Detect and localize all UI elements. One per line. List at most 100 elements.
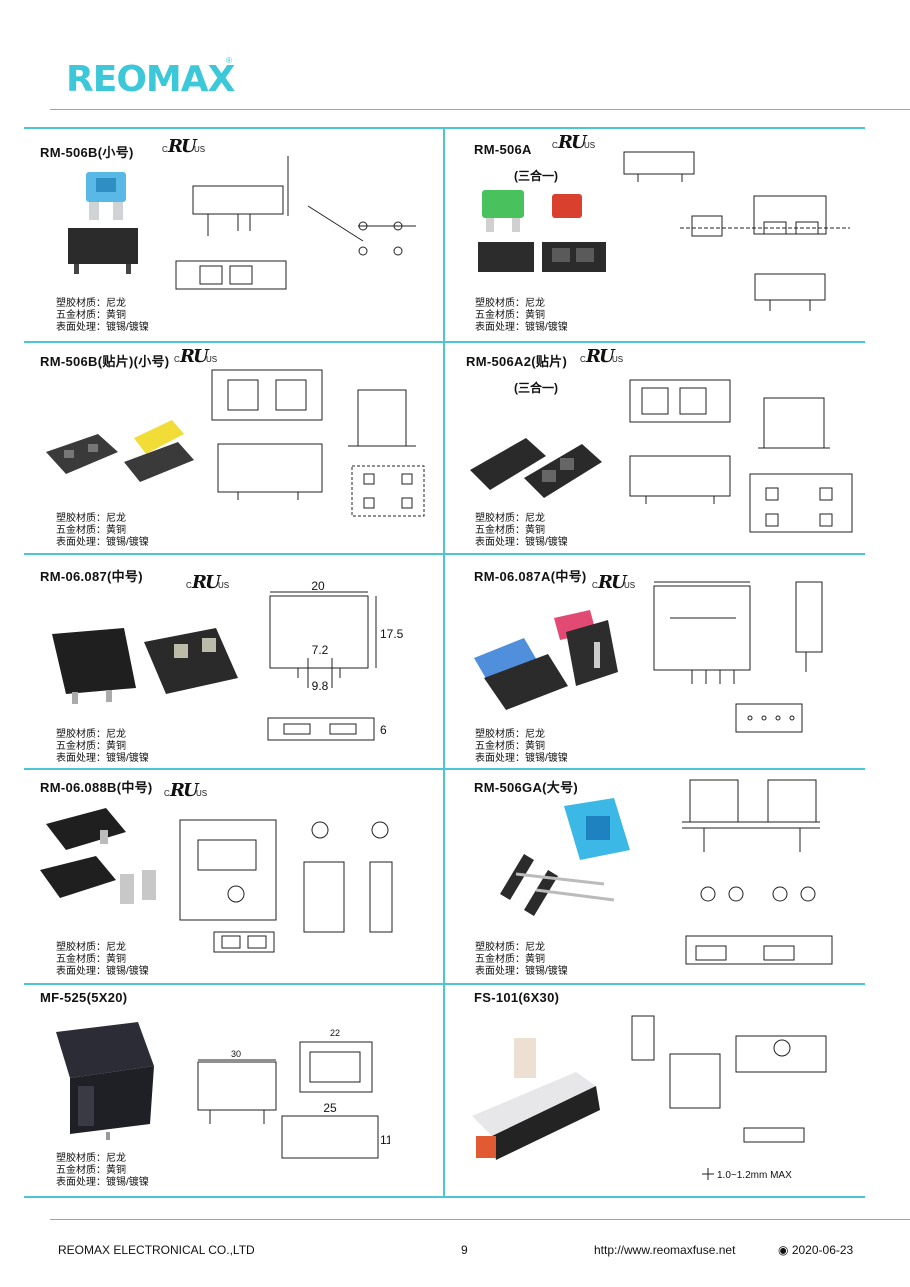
spec-metal: 五金材质：黄铜 — [475, 954, 545, 965]
product-photo — [474, 610, 618, 710]
dim-bottom-height: 11 — [380, 1133, 390, 1147]
spec-plastic: 塑胶材质：尼龙 — [475, 298, 545, 309]
product-title: RM-506GA(大号) — [474, 780, 578, 795]
product-title: RM-506A — [474, 142, 532, 157]
spec-list: 塑胶材质：尼龙 五金材质：黄铜 表面处理：镀锡/镀镍 — [56, 729, 149, 765]
spec-list: 塑胶材质：尼龙 五金材质：黄铜 表面处理：镀锡/镀镍 — [475, 298, 568, 334]
ul-cert-icon: C RU US — [592, 572, 640, 594]
footer-website-link[interactable]: http://www.reomaxfuse.net — [594, 1243, 736, 1257]
cert-us: US — [194, 145, 206, 154]
spec-surface: 表面处理：镀锡/镀镍 — [56, 1177, 149, 1188]
product-photo — [500, 798, 630, 916]
cert-mark: RU — [558, 132, 587, 153]
spec-metal: 五金材质：黄铜 — [56, 525, 126, 536]
product-title: RM-506B(贴片)(小号) — [40, 354, 170, 369]
product-title: RM-06.087A(中号) — [474, 569, 587, 584]
product-title: RM-06.087(中号) — [40, 569, 143, 584]
ul-cert-icon: C RU US — [164, 780, 212, 802]
cert-us: US — [218, 581, 230, 590]
spec-surface: 表面处理：镀锡/镀镍 — [475, 753, 568, 764]
spec-metal: 五金材质：黄铜 — [56, 741, 126, 752]
spec-surface: 表面处理：镀锡/镀镍 — [56, 322, 149, 333]
product-title: MF-525(5X20) — [40, 990, 128, 1005]
technical-drawing — [629, 379, 853, 533]
footer-date: ◉ 2020-06-23 — [778, 1243, 853, 1257]
brand-logo: REOMAX — [66, 60, 266, 100]
date-bullet-icon: ◉ — [778, 1243, 789, 1257]
spec-plastic: 塑胶材质：尼龙 — [56, 513, 126, 524]
cert-c: C — [592, 581, 598, 590]
cert-mark: RU — [586, 346, 615, 367]
header-divider — [50, 109, 910, 110]
technical-drawing: 1.0~1.2mm MAX — [631, 1015, 827, 1181]
cert-us: US — [196, 789, 208, 798]
technical-drawing — [682, 779, 833, 965]
dim-panel-thickness: 1.0~1.2mm MAX — [717, 1170, 792, 1181]
spec-surface: 表面处理：镀锡/镀镍 — [475, 966, 568, 977]
spec-surface: 表面处理：镀锡/镀镍 — [475, 537, 568, 548]
product-title: RM-506A2(贴片) — [466, 354, 568, 369]
technical-drawing: 20 17.5 7.2 9.8 6 — [267, 579, 404, 741]
footer-divider — [50, 1219, 910, 1220]
cert-us: US — [206, 355, 218, 364]
product-title: RM-06.088B(中号) — [40, 780, 153, 795]
ul-cert-icon: C RU US — [580, 346, 628, 368]
spec-list: 塑胶材质：尼龙 五金材质：黄铜 表面处理：镀锡/镀镍 — [475, 942, 568, 978]
technical-drawing — [179, 819, 393, 953]
product-subtitle: (三合一) — [514, 169, 558, 183]
dim-pin-gap: 7.2 — [312, 643, 329, 657]
cert-us: US — [612, 355, 624, 364]
dim-width: 20 — [311, 579, 325, 593]
spec-plastic: 塑胶材质：尼龙 — [56, 1153, 126, 1164]
product-photo — [40, 808, 156, 904]
technical-drawing — [653, 581, 823, 733]
spec-list: 塑胶材质：尼龙 五金材质：黄铜 表面处理：镀锡/镀镍 — [56, 1153, 149, 1189]
cert-c: C — [186, 581, 192, 590]
spec-plastic: 塑胶材质：尼龙 — [475, 729, 545, 740]
spec-plastic: 塑胶材质：尼龙 — [475, 942, 545, 953]
spec-list: 塑胶材质：尼龙 五金材质：黄铜 表面处理：镀锡/镀镍 — [475, 513, 568, 549]
cert-mark: RU — [170, 780, 199, 801]
ul-cert-icon: C RU US — [162, 136, 210, 158]
spec-metal: 五金材质：黄铜 — [56, 310, 126, 321]
spec-plastic: 塑胶材质：尼龙 — [56, 942, 126, 953]
product-photo — [478, 190, 606, 272]
cert-c: C — [552, 141, 558, 150]
technical-drawing: 30 22 25 11 — [197, 1028, 390, 1159]
spec-metal: 五金材质：黄铜 — [56, 954, 126, 965]
spec-list: 塑胶材质：尼龙 五金材质：黄铜 表面处理：镀锡/镀镍 — [56, 513, 149, 549]
cert-mark: RU — [192, 572, 221, 593]
registered-mark: ® — [226, 56, 232, 65]
dim-bottom-width: 25 — [323, 1101, 337, 1115]
technical-drawing — [175, 156, 416, 290]
dim-side-outer: 22 — [330, 1028, 340, 1038]
cert-mark: RU — [168, 136, 197, 157]
dim-pin-span: 9.8 — [312, 679, 329, 693]
dim-height: 17.5 — [380, 627, 404, 641]
spec-metal: 五金材质：黄铜 — [475, 310, 545, 321]
footer-page-number: 9 — [461, 1243, 468, 1257]
cert-mark: RU — [180, 346, 209, 367]
spec-surface: 表面处理：镀锡/镀镍 — [475, 322, 568, 333]
spec-list: 塑胶材质：尼龙 五金材质：黄铜 表面处理：镀锡/镀镍 — [56, 298, 149, 334]
cert-c: C — [580, 355, 586, 364]
brand-logo-text: REOMAX — [66, 59, 235, 100]
dim-depth: 6 — [380, 723, 387, 737]
dim-top: 30 — [231, 1049, 241, 1059]
ul-cert-icon: C RU US — [186, 572, 234, 594]
cert-us: US — [624, 581, 636, 590]
technical-drawing — [211, 369, 425, 517]
product-photo — [68, 172, 138, 274]
product-photo — [52, 628, 238, 704]
ul-cert-icon: C RU US — [552, 132, 600, 154]
product-photo — [472, 1038, 600, 1160]
cert-mark: RU — [598, 572, 627, 593]
spec-surface: 表面处理：镀锡/镀镍 — [56, 753, 149, 764]
spec-metal: 五金材质：黄铜 — [475, 525, 545, 536]
cert-us: US — [584, 141, 596, 150]
cert-c: C — [164, 789, 170, 798]
spec-list: 塑胶材质：尼龙 五金材质：黄铜 表面处理：镀锡/镀镍 — [56, 942, 149, 978]
technical-drawing — [623, 151, 850, 311]
grid-line-center — [443, 127, 445, 1198]
spec-plastic: 塑胶材质：尼龙 — [475, 513, 545, 524]
